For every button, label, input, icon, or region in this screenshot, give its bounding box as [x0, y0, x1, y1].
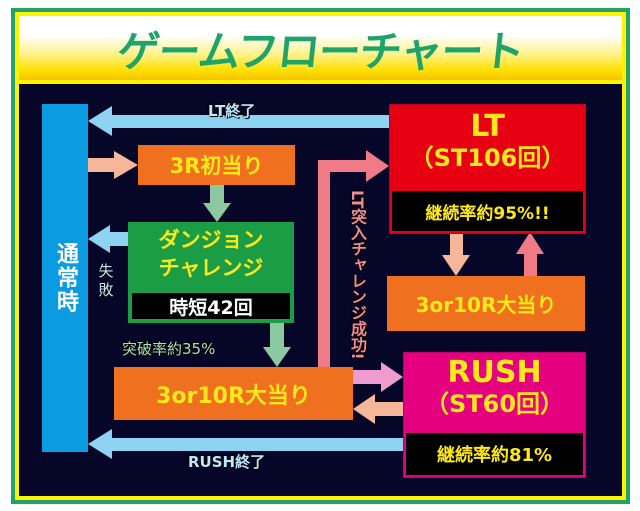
- arrow-dungeon-to-bighit: [263, 323, 291, 367]
- header-banner: ゲームフローチャート: [19, 16, 622, 80]
- edge-label-lt-end: LT終了: [208, 102, 256, 120]
- node-big-hit-main: 3or10R大当り: [114, 367, 353, 420]
- node-rush-rate: 継続率約81%: [406, 433, 583, 475]
- node-dungeon-title: ダンジョン チャレンジ: [128, 226, 294, 282]
- arrow-lt-to-bighit: [442, 232, 470, 276]
- node-dungeon-title-line2: チャレンジ: [158, 256, 264, 280]
- node-dungeon-challenge: ダンジョン チャレンジ 時短42回: [128, 222, 294, 323]
- arrow-first-to-dungeon: [203, 185, 231, 222]
- arrow-normal-to-first: [88, 151, 138, 179]
- node-rush-title: RUSH: [447, 355, 542, 390]
- arrow-lt-end: [88, 106, 390, 136]
- node-lt-rate: 継続率約95%!!: [392, 191, 583, 231]
- node-first-hit: 3R初当り: [138, 145, 295, 185]
- node-dungeon-title-line1: ダンジョン: [158, 228, 264, 252]
- arrow-lt-end-shaft: [110, 115, 390, 128]
- node-big-hit-main-label: 3or10R大当り: [156, 383, 311, 409]
- node-big-hit-lt-label: 3or10R大当り: [415, 293, 557, 317]
- edge-label-rush-end: RUSH終了: [188, 453, 266, 471]
- arrow-bighit-to-rush: [353, 362, 403, 392]
- node-first-hit-label: 3R初当り: [169, 154, 264, 178]
- arrow-lt-end-head: [88, 106, 112, 136]
- node-normal-label: 通常時: [53, 242, 78, 314]
- node-rush-sub: （ST60回）: [424, 390, 565, 418]
- edge-label-breakthrough: 突破率約35%: [122, 340, 216, 358]
- node-big-hit-lt: 3or10R大当り: [387, 276, 585, 331]
- edge-label-fail: 失敗: [98, 262, 114, 299]
- node-lt-sub: （ST106回）: [409, 144, 566, 172]
- arrow-rush-end: [88, 429, 403, 459]
- node-rush: RUSH （ST60回） 継続率約81%: [403, 352, 586, 478]
- node-normal: 通常時: [42, 104, 88, 452]
- arrow-dungeon-fail: [88, 225, 128, 253]
- edge-label-lt-challenge: LT突入チャレンジ成功!: [348, 190, 367, 360]
- arrow-rush-to-bighit: [353, 394, 403, 424]
- node-dungeon-sub: 時短42回: [132, 293, 290, 319]
- arrow-bighit-to-lt: [516, 232, 544, 276]
- node-lt: LT （ST106回） 継続率約95%!!: [389, 104, 586, 234]
- node-lt-title: LT: [470, 109, 505, 144]
- arrow-lt-challenge: [318, 150, 389, 367]
